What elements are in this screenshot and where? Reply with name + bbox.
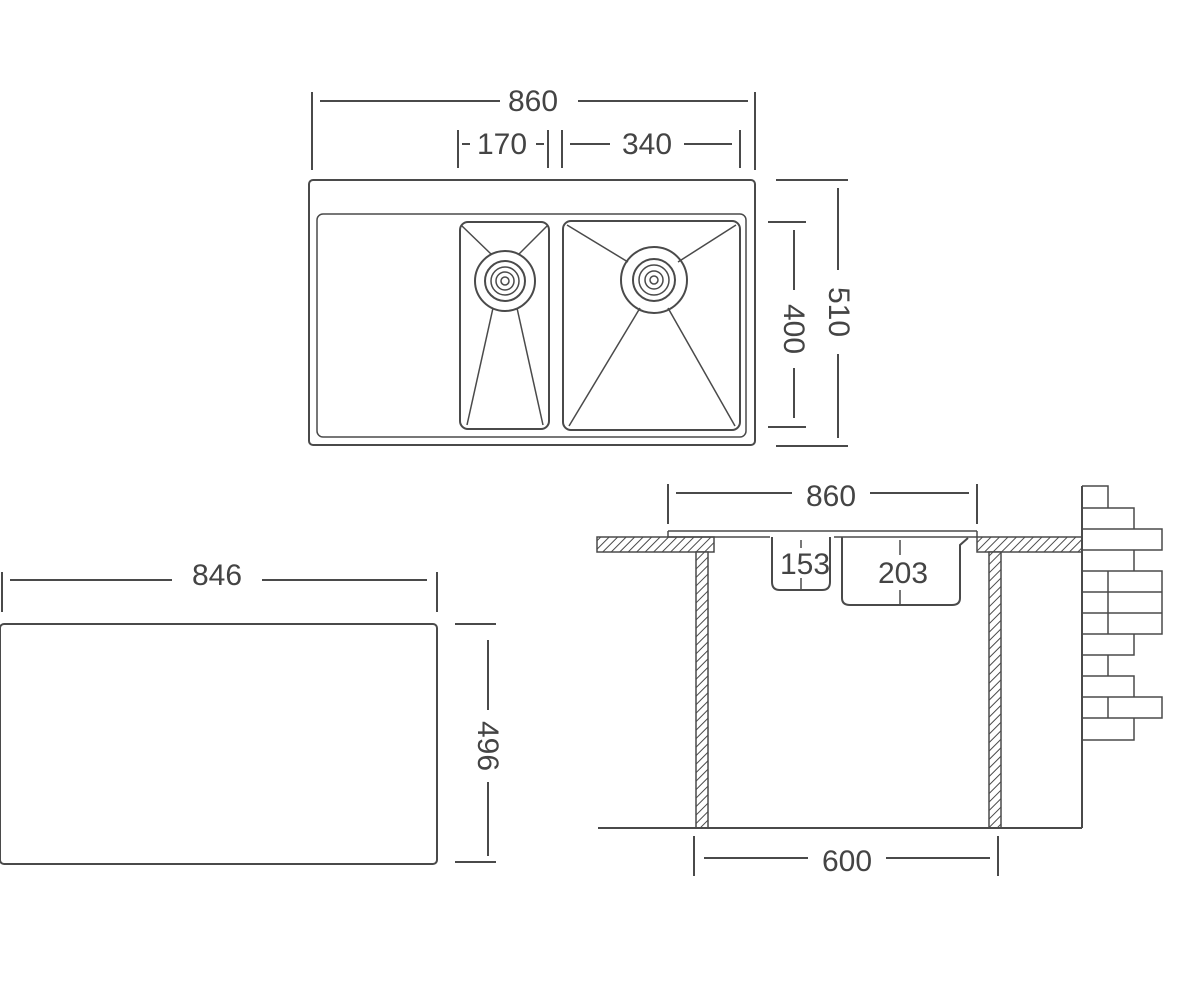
label-overall-depth: 510 — [822, 287, 855, 337]
cutout-view: 846 496 — [0, 559, 504, 865]
dim-cutout-depth: 496 — [455, 623, 504, 863]
label-bowl-depth: 400 — [777, 304, 810, 354]
brick-wall — [1081, 485, 1163, 828]
dim-bowl-depth: 400 — [768, 221, 810, 428]
label-overall-width-section: 860 — [806, 480, 856, 513]
section-view: 860 153 203 — [596, 480, 1163, 878]
dim-large-bowl-width: 340 — [561, 128, 741, 168]
drain-icon — [620, 246, 688, 314]
dim-overall-width-top: 860 — [311, 85, 756, 170]
cutout-outline — [0, 623, 438, 865]
dim-small-bowl-width: 170 — [457, 128, 549, 168]
large-bowl-section — [841, 537, 969, 606]
label-cutout-depth: 496 — [471, 721, 504, 771]
label-large-bowl-width: 340 — [622, 128, 672, 161]
small-bowl — [459, 221, 550, 430]
drain-icon — [474, 250, 536, 312]
label-overall-width-top: 860 — [508, 85, 558, 118]
countertop-right — [976, 536, 1083, 553]
label-large-bowl-depth: 203 — [878, 557, 928, 590]
cabinet-wall-right — [988, 551, 1002, 829]
sink-inner-rim — [316, 213, 747, 438]
label-small-bowl-depth: 153 — [780, 548, 830, 581]
sink-rim-section — [667, 530, 978, 538]
label-cabinet-width: 600 — [822, 845, 872, 878]
top-view: 860 170 340 — [308, 85, 855, 447]
large-bowl — [562, 220, 741, 431]
cabinet-wall-left — [695, 551, 709, 829]
dim-cabinet-width: 600 — [693, 836, 999, 878]
label-small-bowl-width: 170 — [477, 128, 527, 161]
countertop-left — [596, 536, 715, 553]
dim-overall-depth: 510 — [776, 179, 855, 447]
label-cutout-width: 846 — [192, 559, 242, 592]
dim-cutout-width: 846 — [1, 559, 438, 612]
sink-outer-rim — [308, 179, 756, 446]
dim-overall-width-section: 860 — [667, 480, 978, 524]
